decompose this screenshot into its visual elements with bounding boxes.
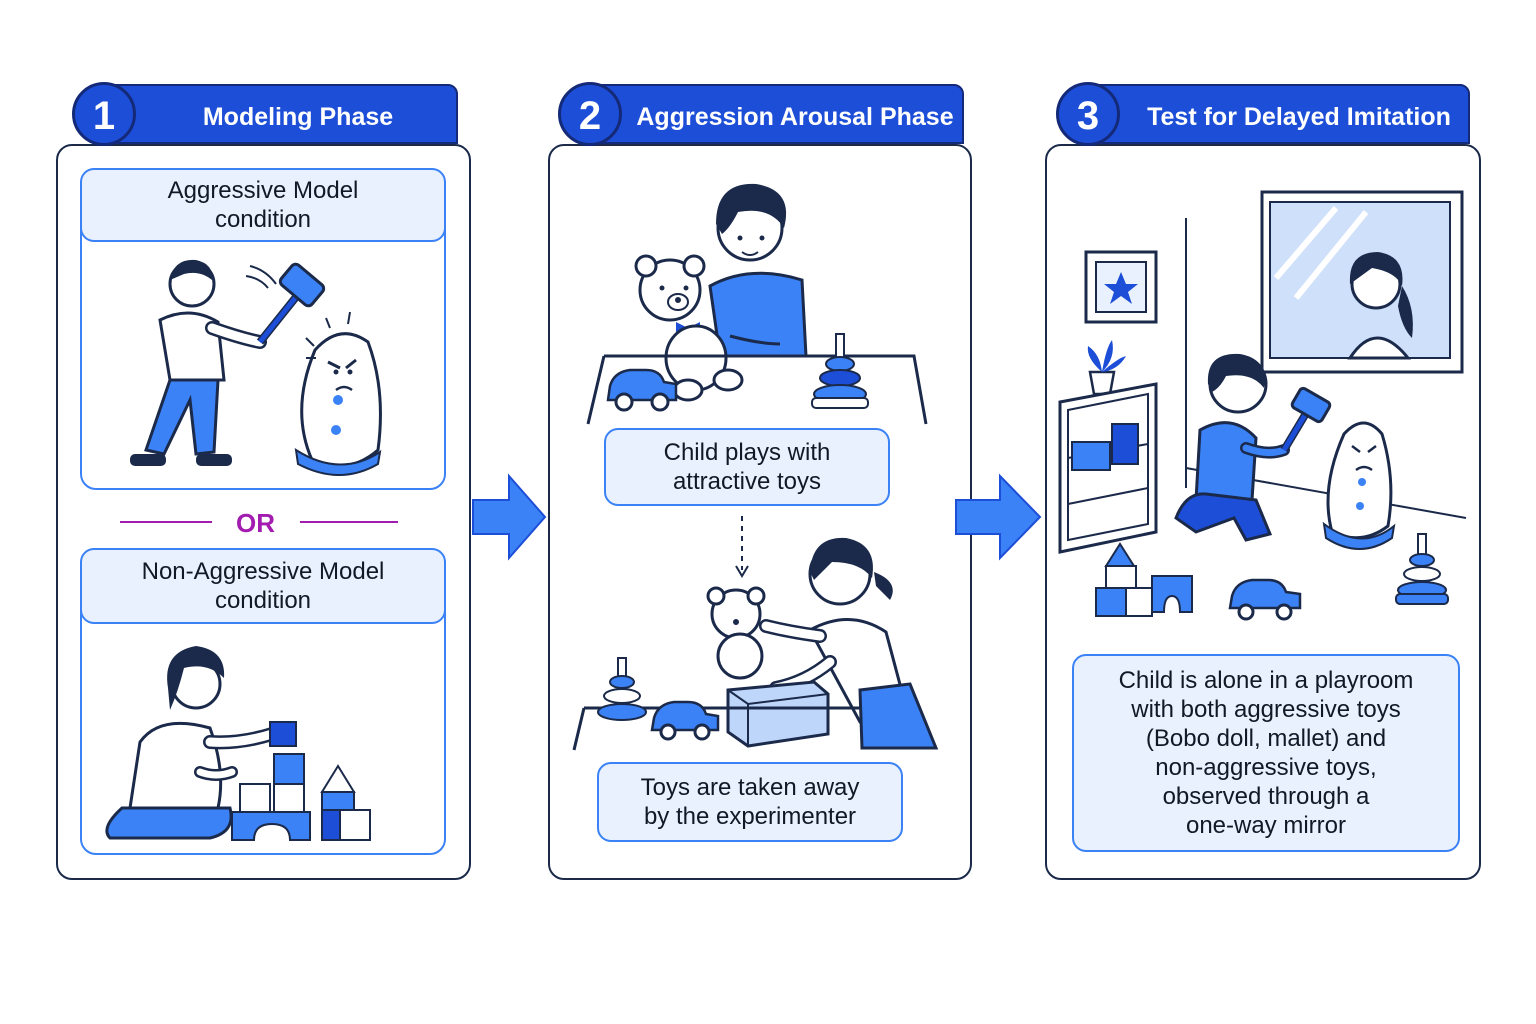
phase-2-panel <box>548 144 972 880</box>
or-divider-left <box>120 521 212 523</box>
toys-taken-caption-text: Toys are taken away by the experimenter <box>640 774 860 830</box>
arrow-2-to-3 <box>955 473 1042 561</box>
adult-playing-blocks-illustration <box>105 646 371 841</box>
playroom-description-text: Child is alone in a playroom with both a… <box>1118 667 1414 839</box>
experimenter-taking-toys-illustration <box>572 537 939 751</box>
or-divider-right <box>300 521 398 523</box>
phase-3-title: Test for Delayed Imitation <box>1147 103 1451 131</box>
phase-2-title: Aggression Arousal Phase <box>636 103 954 131</box>
aggressive-model-caption-text: Aggressive Model condition <box>167 177 359 233</box>
adult-hitting-bobo-illustration <box>130 259 382 476</box>
or-label: OR <box>236 508 275 538</box>
dashed-down-arrow-icon <box>735 516 749 578</box>
phase-2-number-badge: 2 <box>558 82 622 146</box>
child-playing-with-toys-illustration <box>586 183 928 425</box>
playroom-one-way-mirror-illustration <box>1058 190 1467 621</box>
phase-1-number-badge: 1 <box>72 82 136 146</box>
child-plays-caption-text: Child plays with attractive toys <box>663 439 831 495</box>
child-plays-caption: Child plays with attractive toys <box>604 428 890 506</box>
phase-2-header: Aggression Arousal Phase <box>586 84 964 144</box>
phase-1-header: Modeling Phase <box>98 84 458 144</box>
phase-1-title: Modeling Phase <box>202 103 394 131</box>
playroom-description: Child is alone in a playroom with both a… <box>1072 654 1460 852</box>
phase-3-number-badge: 3 <box>1056 82 1120 146</box>
toys-taken-caption: Toys are taken away by the experimenter <box>597 762 903 842</box>
phase-3-header: Test for Delayed Imitation <box>1088 84 1470 144</box>
nonaggressive-model-caption-text: Non-Aggressive Model condition <box>141 558 385 614</box>
arrow-1-to-2 <box>472 473 547 561</box>
nonaggressive-model-caption: Non-Aggressive Model condition <box>80 548 446 624</box>
aggressive-model-caption: Aggressive Model condition <box>80 168 446 242</box>
